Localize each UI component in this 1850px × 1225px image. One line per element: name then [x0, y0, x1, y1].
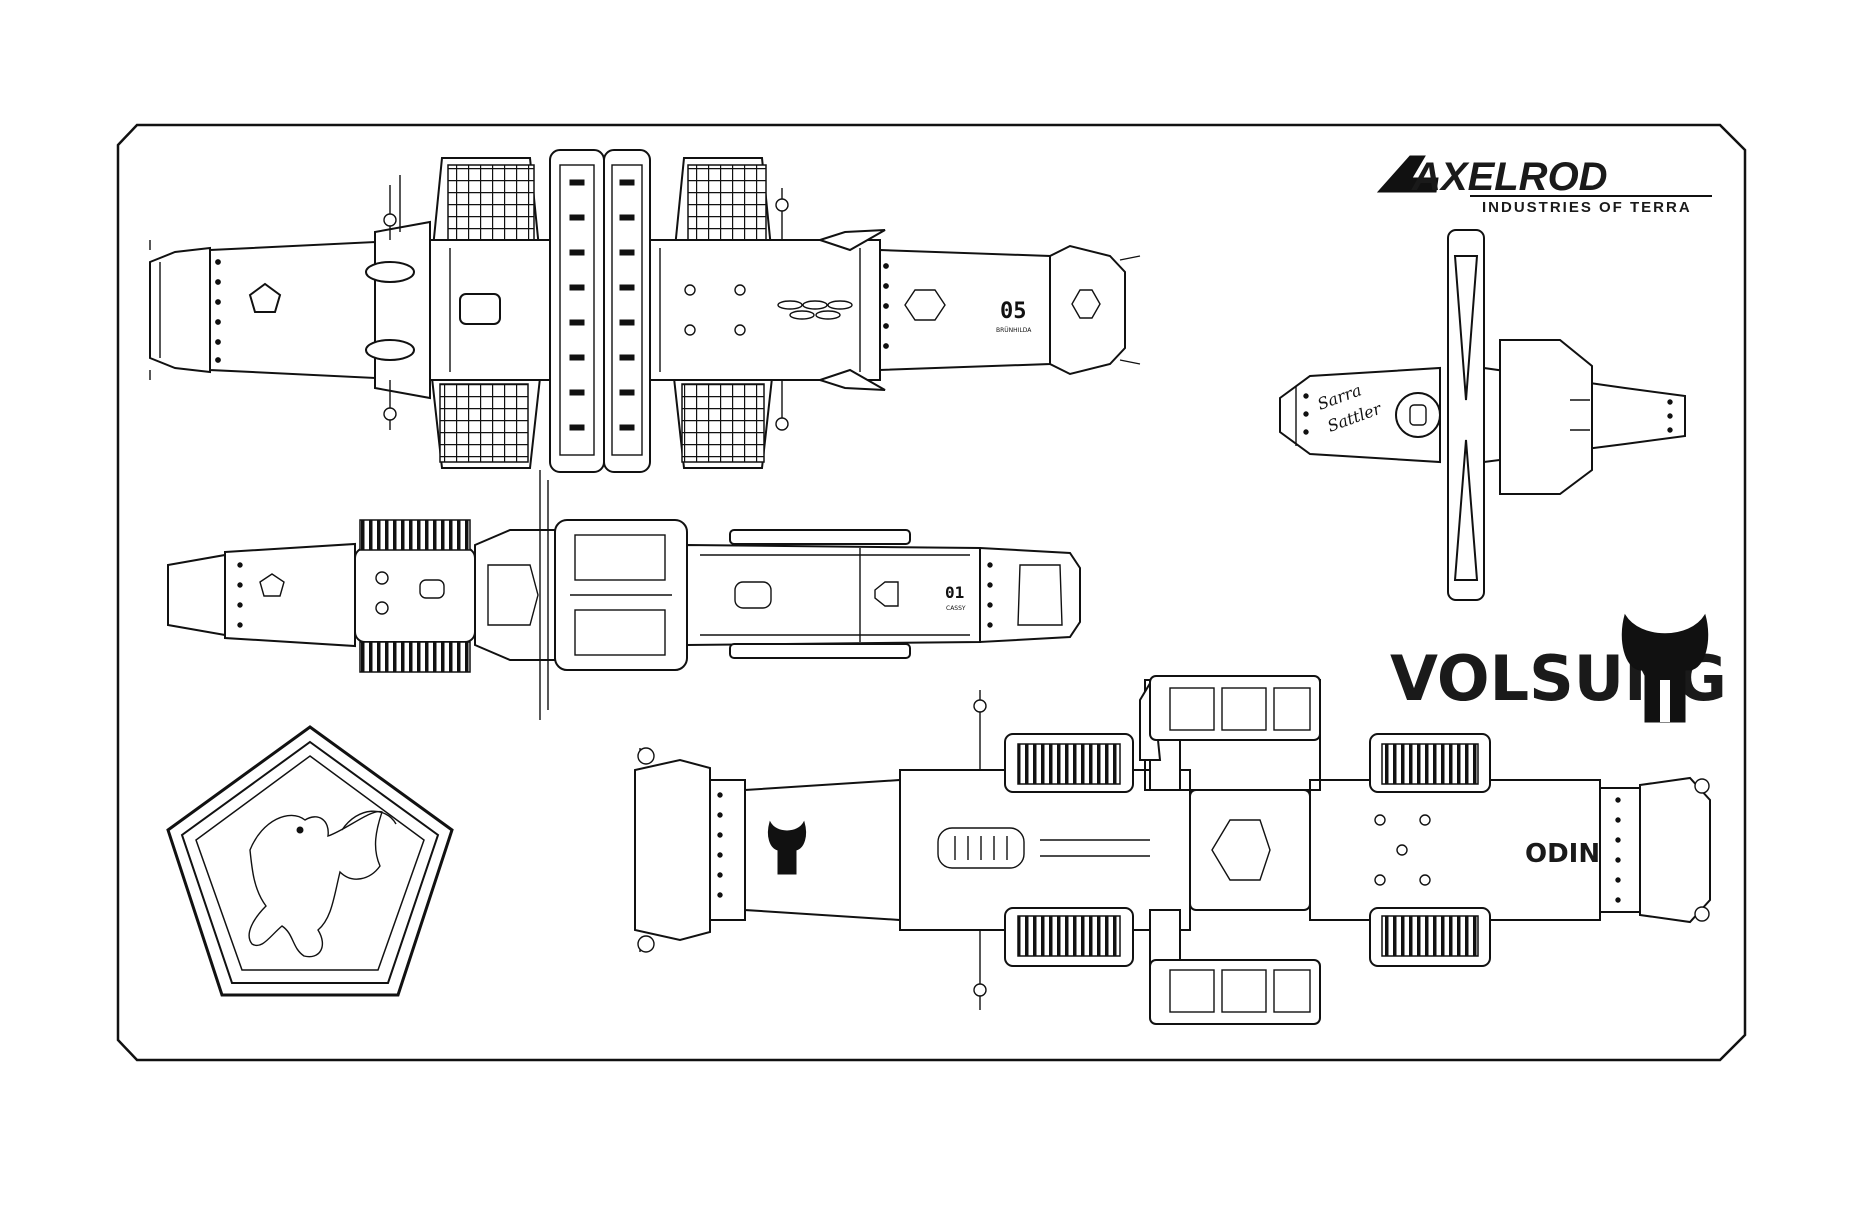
ship-side-view: 01 CASSY	[167, 470, 1081, 720]
lion-dragon-crest-icon	[166, 725, 454, 997]
axelrod-logo: AXELROD INDUSTRIES OF TERRA	[1376, 155, 1712, 216]
side-view-hull-number: 01	[945, 583, 964, 602]
side-view-hull-subtext: CASSY	[946, 605, 966, 612]
brand-tagline: INDUSTRIES OF TERRA	[1482, 199, 1692, 216]
bottom-view-helmet-icon	[767, 820, 807, 875]
pentagon-emblem-icon	[248, 282, 282, 313]
top-view-hull-number: 05	[1000, 299, 1027, 324]
sheet-border	[116, 123, 1747, 1062]
horned-helmet-icon	[1621, 613, 1709, 723]
top-view-hull-subtext: BRÜNHILDA	[996, 327, 1032, 334]
brand-name: AXELROD	[1411, 155, 1608, 199]
ship-top-view: 05 BRÜNHILDA	[149, 149, 1141, 473]
ship-bottom-view: ODIN	[634, 675, 1711, 1025]
ship-front-view: Sarra Sattler	[1279, 229, 1686, 601]
bottom-view-hull-name: ODIN	[1525, 839, 1600, 869]
